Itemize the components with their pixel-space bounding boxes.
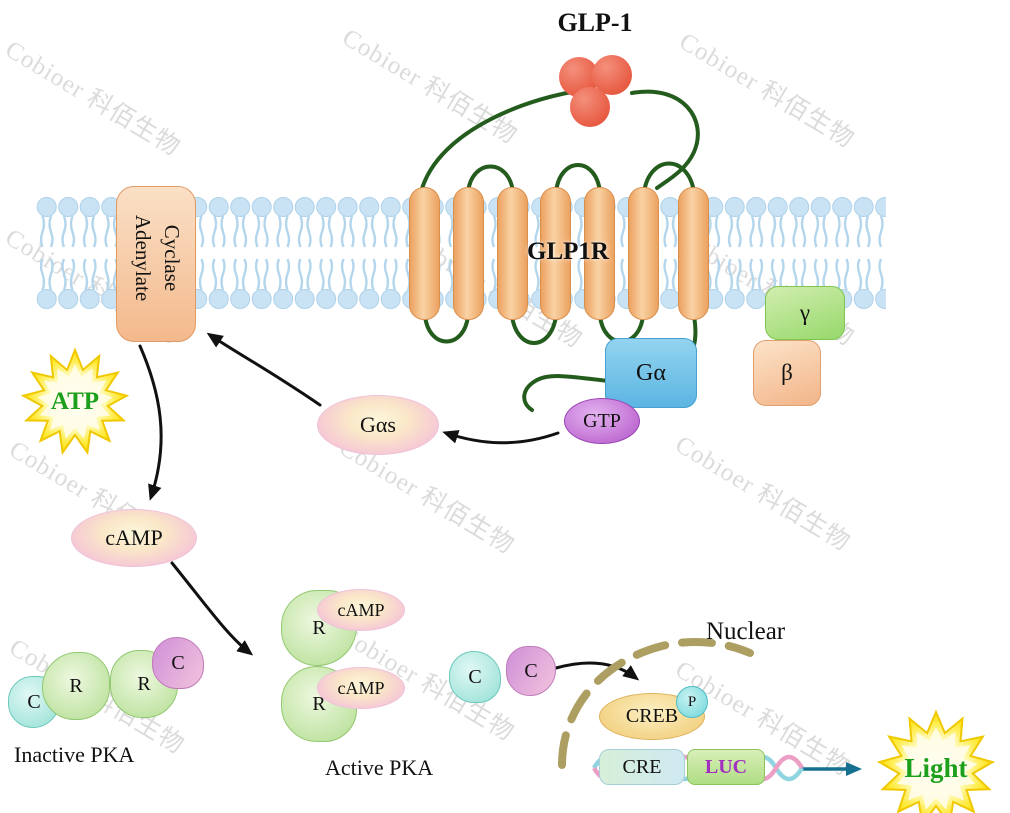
receptor-helix — [584, 187, 615, 320]
receptor-helix — [678, 187, 709, 320]
phospho-badge: P — [676, 686, 708, 718]
receptor-helix — [497, 187, 528, 320]
arrow-gas-to-ac — [206, 332, 322, 407]
receptor-helix — [540, 187, 571, 320]
light-label: Light — [904, 753, 968, 783]
active-pka-label: Active PKA — [325, 755, 434, 780]
pka-c-subunit: C — [449, 651, 501, 703]
receptor-label: GLP1R — [527, 238, 609, 265]
g-gamma-subunit: γ — [765, 286, 845, 340]
receptor-helix — [409, 187, 440, 320]
pka-camp-badge: cAMP — [317, 667, 405, 709]
pka-r-subunit: R — [42, 652, 110, 720]
glp1-title: GLP-1 — [557, 8, 633, 37]
pka-c-subunit: C — [506, 646, 556, 696]
pka-camp-badge: cAMP — [317, 589, 405, 631]
camp-ellipse: cAMP — [71, 509, 197, 567]
light-burst-inner — [894, 727, 978, 810]
receptor-helix — [453, 187, 484, 320]
adenylate-cyclase — [116, 186, 196, 342]
g-alpha-subunit: Gα — [605, 338, 697, 408]
arrow-ac-to-camp — [138, 344, 163, 501]
gtp-ellipse: GTP — [564, 398, 640, 444]
glp1-ligand-circle — [570, 87, 610, 127]
adenylate-cyclase-label-word2: Cyclase — [160, 224, 184, 292]
nuclear-envelope — [558, 637, 754, 769]
arrow-gtp-to-gas — [442, 430, 560, 445]
cre-box: CRE — [599, 749, 685, 785]
adenylate-cyclase-label-word1: Adenylate — [131, 214, 155, 302]
receptor-helix — [628, 187, 659, 320]
pka-c-subunit: C — [152, 637, 204, 689]
arrow-c-to-nucleus — [554, 661, 640, 681]
g-beta-subunit: β — [753, 340, 821, 406]
atp-burst-inner — [37, 364, 113, 439]
atp-label: ATP — [50, 388, 100, 415]
arrow-camp-to-pka — [170, 561, 254, 656]
inactive-pka-label: Inactive PKA — [14, 742, 135, 767]
nuclear-label: Nuclear — [706, 618, 786, 645]
luc-box: LUC — [687, 749, 765, 785]
g-alpha-s-ellipse: Gαs — [317, 395, 439, 455]
